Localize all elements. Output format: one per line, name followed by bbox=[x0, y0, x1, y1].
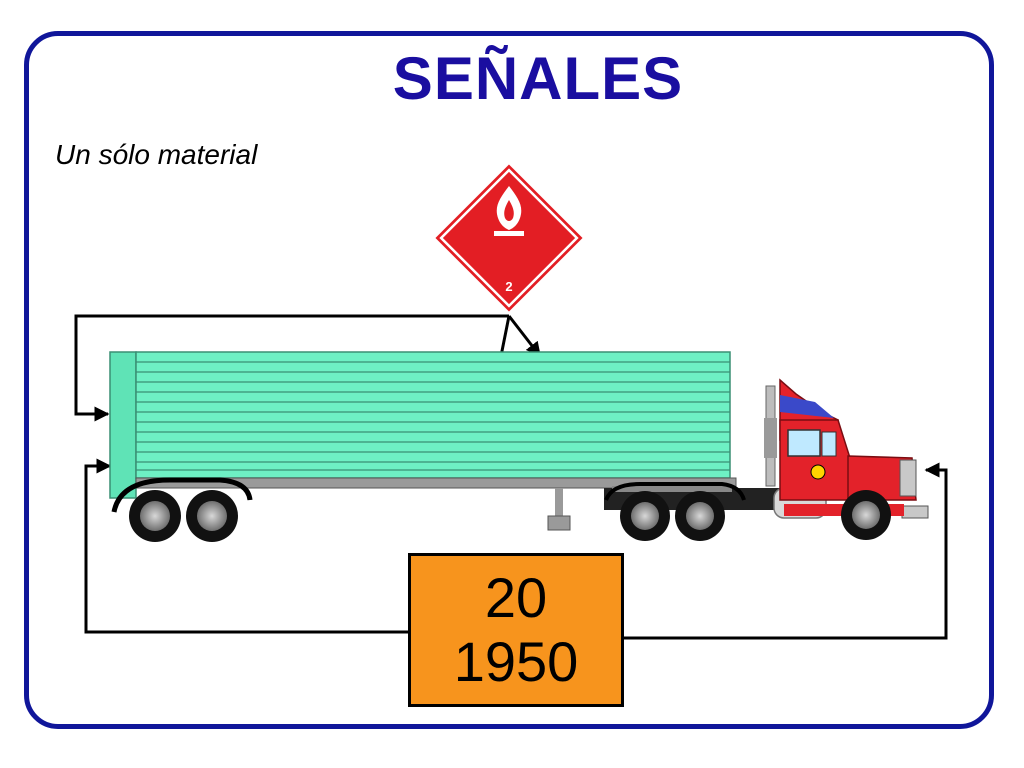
placard-class-number: 2 bbox=[505, 279, 512, 294]
un-number: 1950 bbox=[453, 630, 579, 693]
slide-subtitle: Un sólo material bbox=[55, 139, 258, 170]
trailer bbox=[109, 351, 737, 531]
truck-tractor bbox=[604, 378, 929, 519]
trailer-wheels bbox=[129, 490, 238, 542]
slide-title: SEÑALES bbox=[392, 45, 684, 112]
arrow-placard-to-trailer-side-2 bbox=[507, 315, 542, 358]
un-number-panel: 20 1950 bbox=[408, 553, 624, 707]
connector-arrows bbox=[74, 314, 948, 640]
truck-wheels bbox=[620, 490, 891, 541]
arrow-panel-to-cab bbox=[624, 462, 948, 640]
flame-icon bbox=[494, 186, 524, 236]
hazard-placard: 2 bbox=[432, 161, 586, 315]
arrow-placard-to-trailer-front bbox=[74, 314, 509, 422]
arrow-panel-to-trailer-front bbox=[84, 458, 409, 634]
hazard-identification-number: 20 bbox=[484, 566, 548, 629]
